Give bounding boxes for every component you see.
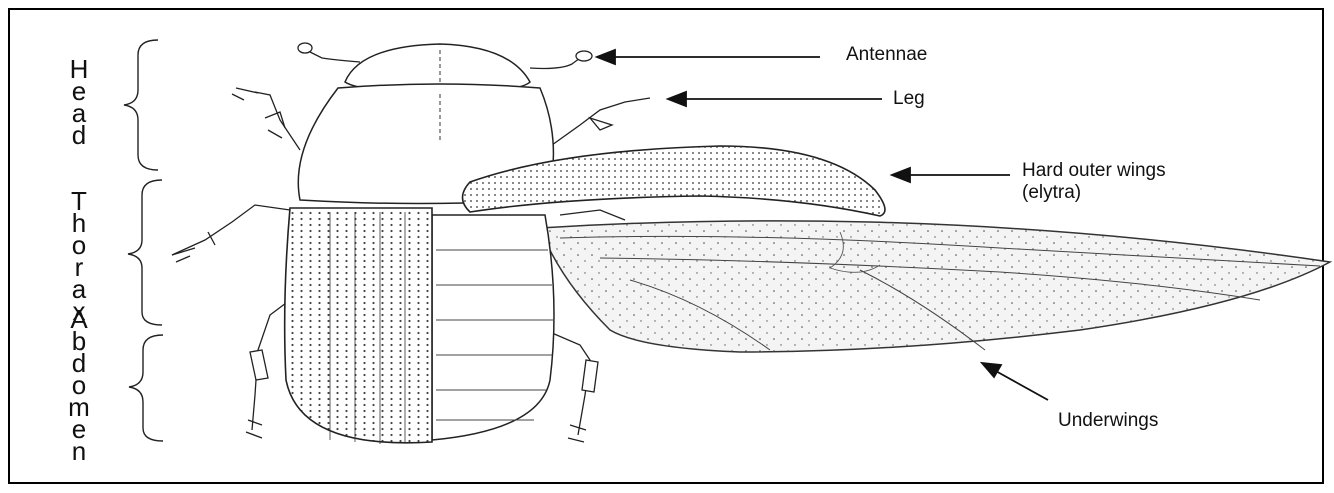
abdomen-brace (129, 335, 163, 441)
abdomen-shape (432, 215, 554, 440)
antennae-arrow (597, 50, 820, 64)
thorax-brace (128, 180, 162, 325)
underwings-label: Underwings (1058, 410, 1158, 432)
underwings-arrow (982, 363, 1048, 400)
leg-label: Leg (893, 88, 925, 110)
elytra-arrow (892, 168, 1010, 182)
head-brace (124, 40, 158, 170)
underwing (540, 221, 1330, 352)
elytra-label-line1: Hard outer wings (1022, 160, 1166, 182)
elytra-label-line2: (elytra) (1022, 182, 1081, 204)
region-letter: n (72, 440, 86, 462)
region-letter: d (72, 124, 86, 146)
leg-arrow (668, 92, 882, 106)
antennae-label: Antennae (846, 44, 927, 66)
left-elytron-shape (285, 208, 432, 444)
